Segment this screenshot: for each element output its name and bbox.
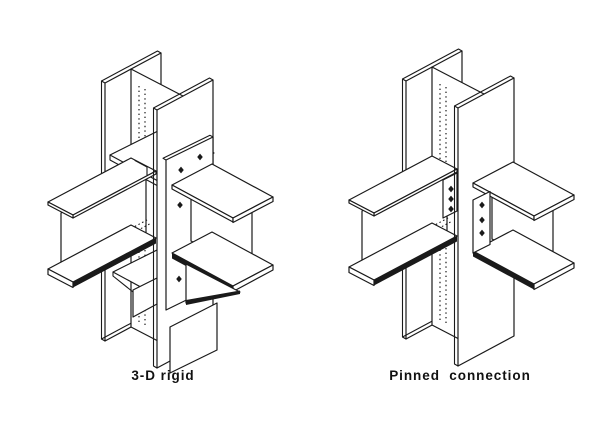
fin-plate-bolts	[448, 185, 454, 213]
pinned-connection-drawing	[348, 48, 575, 367]
front-beam	[171, 163, 274, 305]
rigid-connection-drawing	[47, 50, 274, 374]
left-beam	[348, 155, 458, 287]
caption-rigid: 3-D rigid	[131, 368, 195, 383]
fin-plate-left-beam	[442, 172, 458, 219]
caption-pinned: Pinned connection	[389, 368, 531, 383]
haunch-gusset	[185, 263, 241, 305]
fin-plate-front-beam	[472, 190, 491, 254]
left-beam	[47, 157, 157, 289]
fin-plate-bolts	[479, 201, 485, 237]
flange-cope-notch	[134, 159, 148, 176]
end-plate-bolts	[176, 153, 203, 283]
lower-plate-stub	[169, 302, 218, 374]
